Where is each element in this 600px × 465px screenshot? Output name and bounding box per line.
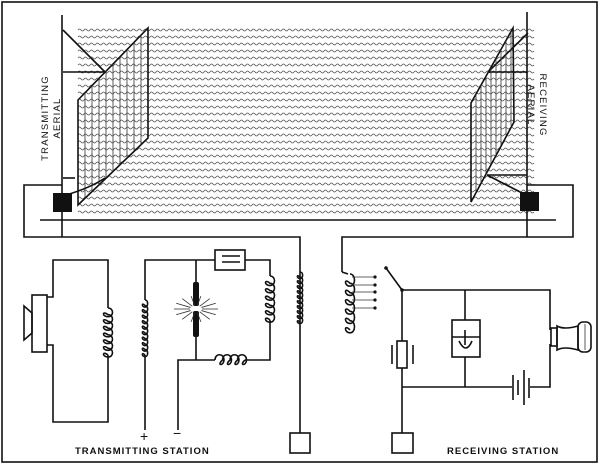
receiving-aerial-label: RECEIVING <box>537 73 548 136</box>
spark-ray <box>182 298 193 307</box>
spark-ray <box>176 310 191 316</box>
wave-line <box>77 168 535 172</box>
tap-contact <box>373 283 377 287</box>
transmitting-earth-plate <box>289 432 311 454</box>
wave-line <box>77 35 535 39</box>
wave-line <box>77 203 535 207</box>
wave-line <box>77 126 535 130</box>
wave-line <box>77 112 535 116</box>
primary-coil-icon <box>102 307 114 358</box>
telephone-transmitter-icon <box>23 294 48 353</box>
spark-ray <box>176 302 191 308</box>
transmitting-earth-block <box>53 193 72 212</box>
receiving-station-label: RECEIVING STATION <box>447 446 559 457</box>
coil-winding <box>296 271 304 325</box>
spark-ray <box>182 311 193 320</box>
wave-line <box>77 196 535 200</box>
spark-ray <box>196 312 202 323</box>
tuning-switch <box>385 267 403 291</box>
wave-line <box>77 63 535 67</box>
coil-taps <box>352 275 377 310</box>
wave-line <box>77 189 535 193</box>
wave-line <box>77 133 535 137</box>
transmitting-aerial <box>53 15 149 237</box>
receiving-earth-plate <box>391 432 414 454</box>
wave-line <box>77 91 535 95</box>
wave-line <box>77 175 535 179</box>
coil-winding <box>214 353 248 366</box>
aerial-coil-icon <box>296 271 304 325</box>
spark-gap-icon <box>174 282 218 337</box>
receiving-aerial-label-2: AERIAL <box>525 85 536 126</box>
transmitting-station: + − TRANSMITTING STATION <box>23 249 311 457</box>
wave-line <box>77 147 535 151</box>
coil-winding <box>102 307 114 358</box>
wave-line <box>77 42 535 46</box>
wave-line <box>77 119 535 123</box>
transmitting-station-label: TRANSMITTING STATION <box>75 446 210 457</box>
receiving-aerial <box>470 12 539 237</box>
wave-line <box>77 28 535 32</box>
minus-terminal: − <box>173 425 181 441</box>
wave-line <box>77 154 535 158</box>
secondary-coil-icon <box>141 299 149 358</box>
oscillation-coil-icon <box>264 275 276 324</box>
wave-line <box>77 140 535 144</box>
coil-winding <box>141 299 149 358</box>
radio-waves <box>77 28 535 214</box>
wave-line <box>77 84 535 88</box>
tap-contact <box>373 275 377 279</box>
transmitting-aerial-label: TRANSMITTING <box>40 75 51 161</box>
detector-icon <box>451 319 481 358</box>
battery-icon <box>512 370 530 405</box>
transmitting-aerial-label-2: AERIAL <box>52 98 63 139</box>
receiving-station: RECEIVING STATION <box>341 266 592 457</box>
tuning-coil-icon <box>214 353 248 366</box>
spark-ray <box>196 295 202 306</box>
wave-line <box>77 49 535 53</box>
tap-contact <box>373 290 377 294</box>
spark-ray <box>201 310 216 316</box>
plus-terminal: + <box>140 428 148 444</box>
wave-line <box>77 98 535 102</box>
spark-ray <box>199 311 210 320</box>
spark-ray <box>199 298 210 307</box>
wave-line <box>77 182 535 186</box>
wave-line <box>77 210 535 214</box>
wave-line <box>77 56 535 60</box>
wave-line <box>77 77 535 81</box>
receiving-condenser-icon <box>391 340 414 369</box>
spark-ray <box>190 295 196 306</box>
wave-line <box>77 105 535 109</box>
condenser-icon <box>214 249 246 271</box>
telephone-receiver-icon <box>550 321 592 353</box>
spark-ray <box>201 302 216 308</box>
coil-winding <box>264 275 276 324</box>
wave-line <box>77 70 535 74</box>
receiving-earth-block <box>520 192 539 211</box>
spark-ray <box>190 312 196 323</box>
wave-line <box>77 161 535 165</box>
coil-winding <box>344 273 356 334</box>
tap-contact <box>373 298 377 302</box>
tap-contact <box>373 306 377 310</box>
receiving-coil-icon <box>344 273 356 334</box>
